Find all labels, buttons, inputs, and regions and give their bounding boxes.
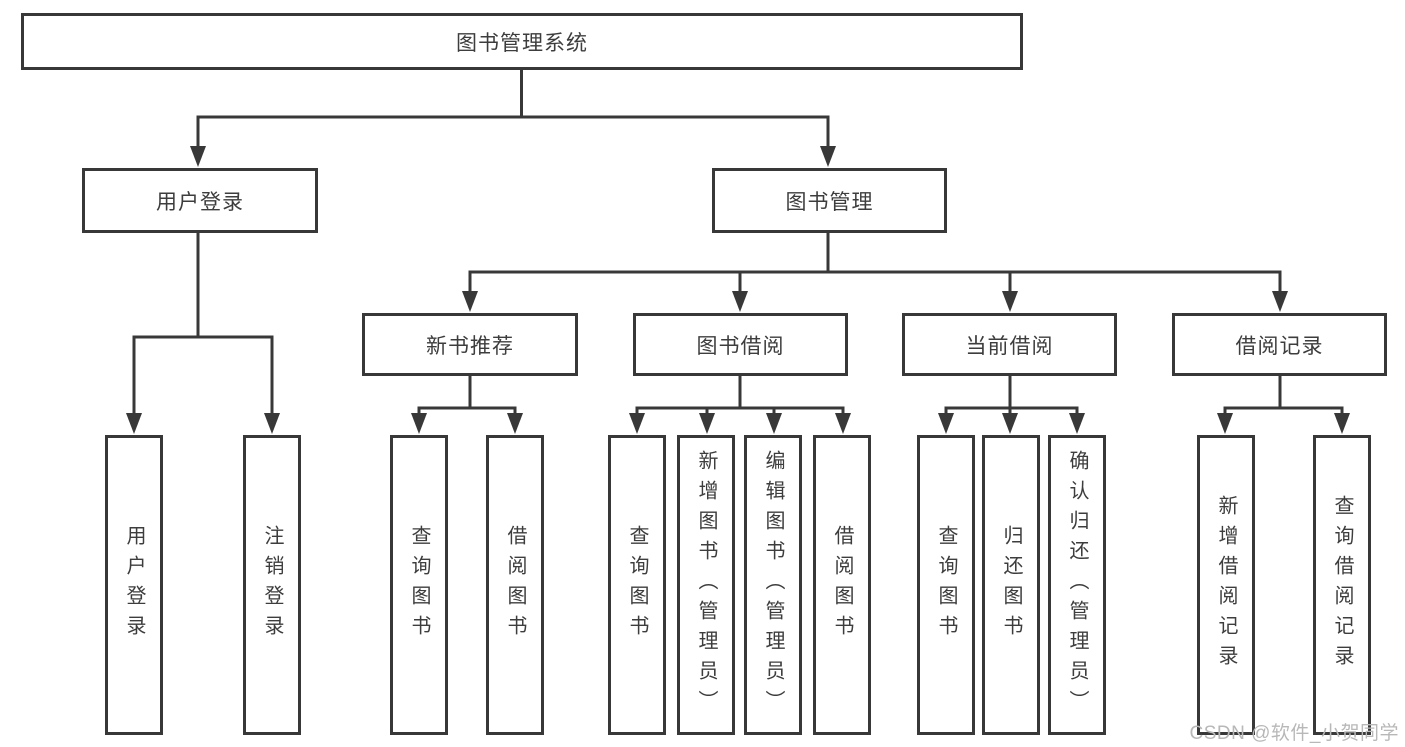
node-book-management: 图书管理: [712, 168, 947, 233]
leaf-edit-books-admin: 编辑图书（管理员）: [744, 435, 802, 735]
node-label: 用户登录: [156, 190, 244, 214]
node-user-login: 用户登录: [82, 168, 318, 233]
node-label: 新书推荐: [426, 334, 514, 358]
node-borrow-records: 借阅记录: [1172, 313, 1387, 376]
leaf-label: 确认归还（管理员）: [1066, 450, 1088, 720]
leaf-query-books-recommend: 查询图书: [390, 435, 448, 735]
leaf-query-books-current: 查询图书: [917, 435, 975, 735]
csdn-watermark: CSDN @软件_小贺同学: [1189, 723, 1399, 744]
leaf-logout: 注销登录: [243, 435, 301, 735]
leaf-label: 查询图书: [408, 525, 430, 645]
leaf-return-books: 归还图书: [982, 435, 1040, 735]
leaf-add-books-admin: 新增图书（管理员）: [677, 435, 735, 735]
node-current-borrow: 当前借阅: [902, 313, 1117, 376]
node-label: 图书借阅: [696, 334, 785, 358]
leaf-confirm-return-admin: 确认归还（管理员）: [1048, 435, 1106, 735]
leaf-label: 借阅图书: [831, 525, 853, 645]
leaf-borrow-books-borrow: 借阅图书: [813, 435, 871, 735]
leaf-user-login: 用户登录: [105, 435, 163, 735]
node-new-book-recommend: 新书推荐: [362, 313, 578, 376]
leaf-label: 新增图书（管理员）: [695, 450, 717, 720]
leaf-borrow-books-recommend: 借阅图书: [486, 435, 544, 735]
node-library-management-system: 图书管理系统: [21, 13, 1023, 70]
connector-arrowheads: [126, 146, 1350, 434]
node-label: 图书管理系统: [456, 31, 588, 55]
leaf-query-borrow-record: 查询借阅记录: [1313, 435, 1371, 735]
leaf-query-books-borrow: 查询图书: [608, 435, 666, 735]
node-label: 图书管理: [785, 190, 874, 214]
leaf-label: 查询借阅记录: [1331, 495, 1353, 675]
leaf-label: 注销登录: [261, 525, 283, 645]
leaf-label: 借阅图书: [504, 525, 526, 645]
leaf-label: 新增借阅记录: [1215, 495, 1237, 675]
node-book-borrow: 图书借阅: [633, 313, 848, 376]
node-label: 借阅记录: [1235, 334, 1324, 358]
leaf-add-borrow-record: 新增借阅记录: [1197, 435, 1255, 735]
leaf-label: 归还图书: [1000, 525, 1022, 645]
leaf-label: 用户登录: [123, 525, 145, 645]
leaf-label: 查询图书: [626, 525, 648, 645]
node-label: 当前借阅: [965, 334, 1054, 358]
leaf-label: 查询图书: [935, 525, 957, 645]
leaf-label: 编辑图书（管理员）: [762, 450, 784, 720]
